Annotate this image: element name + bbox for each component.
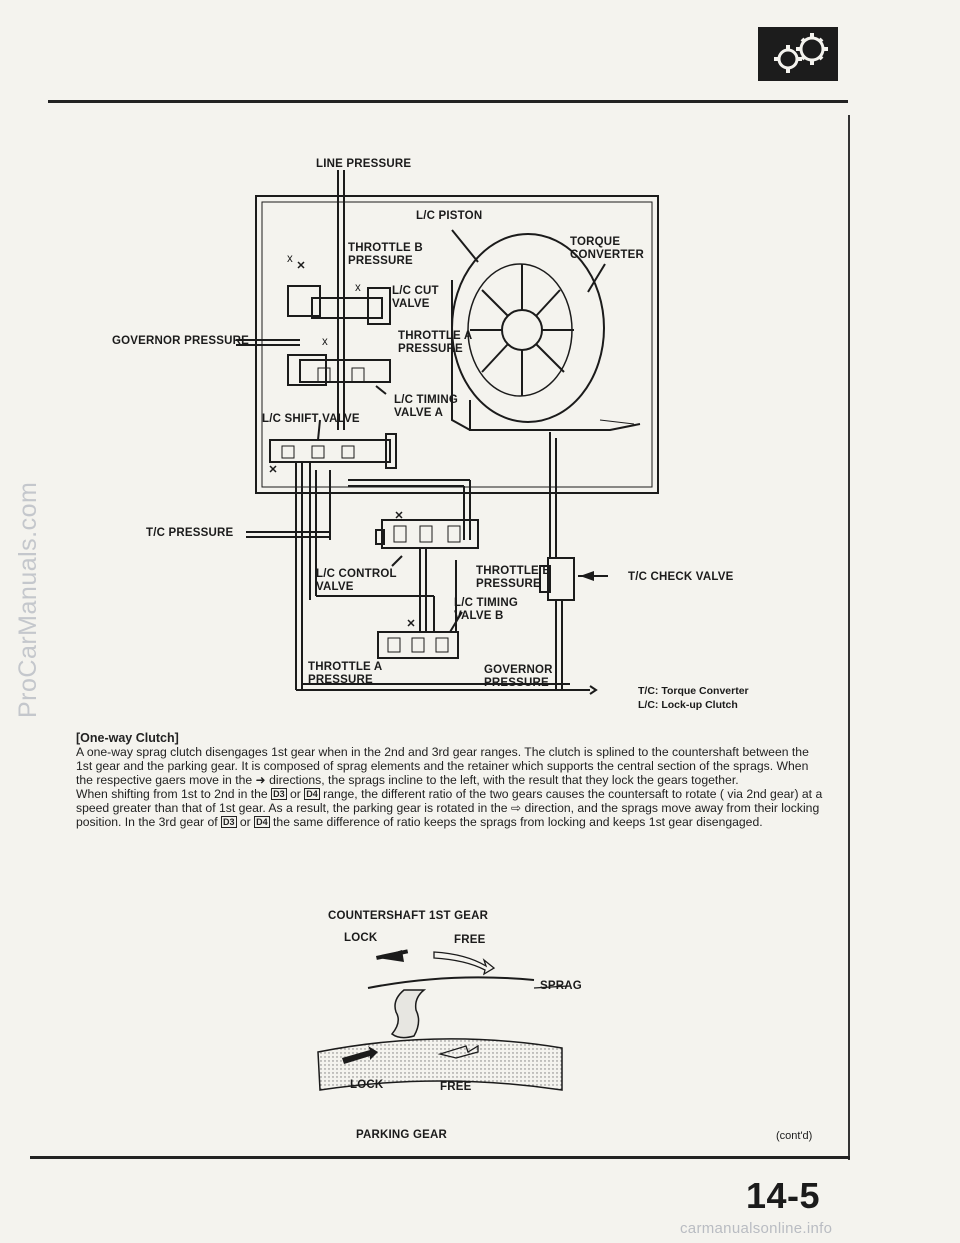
free-bottom-label: FREE	[440, 1081, 472, 1093]
legend-lc: L/C: Lock-up Clutch	[638, 699, 738, 711]
p2-part-a: When shifting from 1st to 2nd in the	[76, 787, 272, 801]
throttle-b-pressure-label: THROTTLE B PRESSURE	[348, 242, 423, 268]
bottom-watermark: carmanualsonline.info	[680, 1220, 833, 1237]
throttle-a2-line-1: THROTTLE A	[308, 661, 383, 673]
throttle-b-line-1: THROTTLE B	[348, 242, 423, 254]
gears-icon-graphic	[774, 33, 828, 73]
throttle-a-pressure-2-label: THROTTLE A PRESSURE	[308, 661, 382, 687]
lc-shift-valve-label: L/C SHIFT VALVE	[262, 413, 360, 425]
lc-control-line-1: L/C CONTROL	[316, 568, 397, 580]
lc-timing-valve-b-label: L/C TIMING VALVE B	[454, 597, 518, 623]
lc-control-valve-label: L/C CONTROL VALVE	[316, 568, 397, 594]
tc-pressure-label: T/C PRESSURE	[146, 527, 234, 539]
torque-converter-line-2: CONVERTER	[570, 249, 645, 261]
legend: T/C: Torque Converter L/C: Lock-up Clutc…	[638, 684, 749, 712]
bottom-rule	[30, 1156, 850, 1159]
line-pressure-label: LINE PRESSURE	[316, 158, 412, 170]
lc-cut-valve-line-2: VALVE	[392, 298, 430, 310]
gears-icon	[758, 27, 838, 81]
tc-check-valve-label: T/C CHECK VALVE	[628, 571, 734, 583]
throttle-b-line-2: PRESSURE	[348, 255, 413, 267]
throttle-a-line-1: THROTTLE A	[398, 330, 473, 342]
lc-timing-a-line-2: VALVE A	[394, 407, 444, 419]
lc-control-line-2: VALVE	[316, 581, 354, 593]
lc-cut-valve-label: L/C CUT VALVE	[392, 285, 439, 311]
p2-part-b: or	[286, 787, 305, 801]
paragraph-1: A one-way sprag clutch disengages 1st ge…	[76, 745, 809, 787]
governor-pressure-label: GOVERNOR PRESSURE	[112, 335, 249, 347]
countershaft-1st-gear-label: COUNTERSHAFT 1ST GEAR	[328, 910, 489, 922]
p2-part-c: range, the different ratio of the two ge…	[76, 787, 823, 829]
lc-timing-a-line-1: L/C TIMING	[394, 394, 458, 406]
right-frame-line	[848, 115, 850, 1160]
lock-top-label: LOCK	[344, 932, 378, 944]
x-mark-3: x	[322, 336, 328, 348]
p2-part-e: the same difference of ratio keeps the s…	[269, 815, 763, 829]
torque-converter-label: TORQUE CONVERTER	[570, 236, 644, 262]
lc-timing-b-line-1: L/C TIMING	[454, 597, 518, 609]
d4-range-box-2: D4	[254, 816, 270, 828]
sprag-label: SPRAG	[540, 980, 582, 992]
legend-tc: T/C: Torque Converter	[638, 685, 749, 697]
d4-range-box: D4	[304, 788, 320, 800]
lc-timing-valve-a-label: L/C TIMING VALVE A	[394, 394, 458, 420]
governor-pressure-2-label: GOVERNOR PRESSURE	[484, 664, 553, 690]
d3-range-box-2: D3	[221, 816, 237, 828]
throttle-a-line-2: PRESSURE	[398, 343, 463, 355]
throttle-b2-line-1: THROTTLE B	[476, 565, 551, 577]
lc-timing-b-line-2: VALVE B	[454, 610, 504, 622]
throttle-a-pressure-label: THROTTLE A PRESSURE	[398, 330, 472, 356]
d3-range-box: D3	[271, 788, 287, 800]
one-way-clutch-description: [One-way Clutch] A one-way sprag clutch …	[76, 731, 828, 829]
section-heading: [One-way Clutch]	[76, 731, 179, 745]
throttle-b-pressure-2-label: THROTTLE B PRESSURE	[476, 565, 551, 591]
x-mark-2: x	[355, 282, 361, 294]
parking-gear-label: PARKING GEAR	[356, 1129, 447, 1141]
x-mark-1: x	[287, 253, 293, 265]
throttle-b2-line-2: PRESSURE	[476, 578, 541, 590]
page-number: 14-5	[746, 1175, 821, 1216]
throttle-a2-line-2: PRESSURE	[308, 674, 373, 686]
torque-converter-line-1: TORQUE	[570, 236, 621, 248]
continued-label: (cont'd)	[776, 1130, 813, 1142]
free-top-label: FREE	[454, 934, 486, 946]
governor2-line-1: GOVERNOR	[484, 664, 553, 676]
paragraph-2: When shifting from 1st to 2nd in the D3 …	[76, 787, 828, 829]
top-rule	[48, 100, 848, 103]
governor2-line-2: PRESSURE	[484, 677, 549, 689]
p2-part-d: or	[236, 815, 255, 829]
lock-bottom-label: LOCK	[350, 1079, 384, 1091]
lc-piston-label: L/C PISTON	[416, 210, 483, 222]
lc-cut-valve-line-1: L/C CUT	[392, 285, 439, 297]
